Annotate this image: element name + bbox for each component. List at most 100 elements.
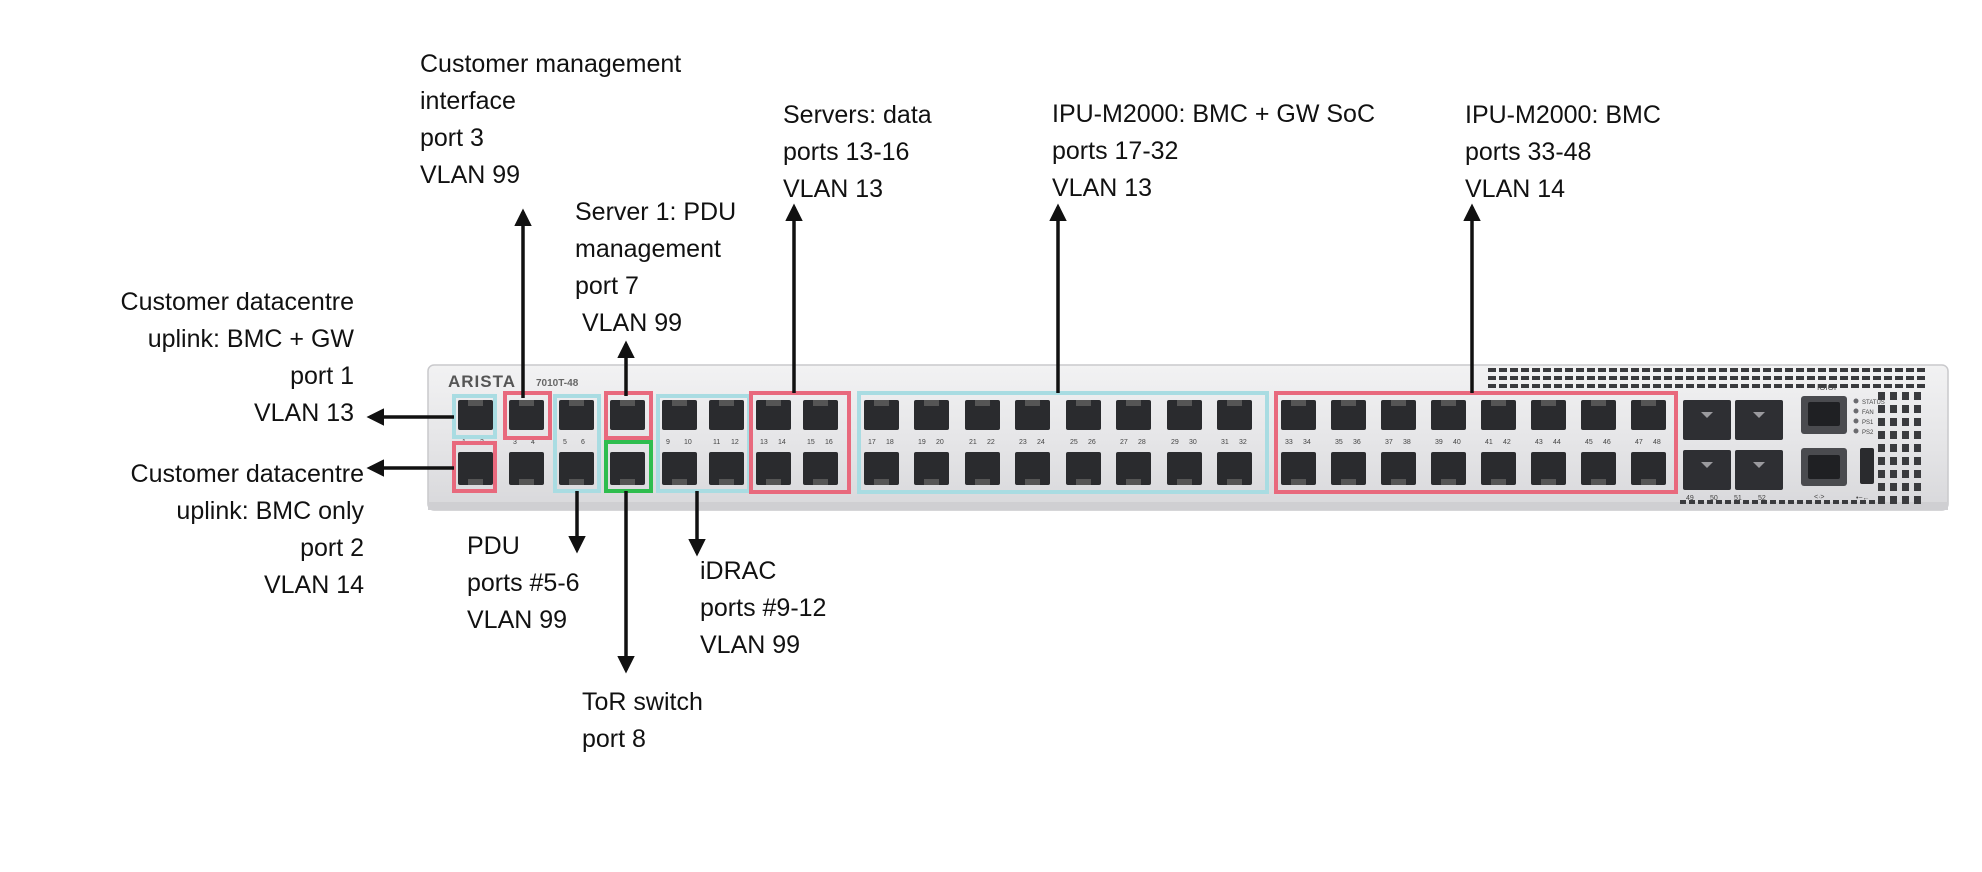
label-line: ToR switch bbox=[582, 688, 703, 716]
vent-slot bbox=[1510, 384, 1518, 388]
vent-slot bbox=[1510, 368, 1518, 372]
vent-slot bbox=[1653, 384, 1661, 388]
vent-slot bbox=[1631, 368, 1639, 372]
vent-slot bbox=[1631, 376, 1639, 380]
label-line: IPU-M2000: BMC bbox=[1465, 101, 1661, 129]
vent-slot bbox=[1890, 457, 1897, 465]
vent-slot bbox=[1878, 457, 1885, 465]
port-number-label: 32 bbox=[1239, 439, 1247, 446]
rj45-port bbox=[509, 400, 544, 430]
vent-slot bbox=[1598, 384, 1606, 388]
port-number-label: 36 bbox=[1353, 439, 1361, 446]
port-number-label: 13 bbox=[760, 439, 768, 446]
label-line: interface bbox=[420, 87, 516, 115]
vent-slot bbox=[1675, 376, 1683, 380]
vent-slot bbox=[1788, 500, 1794, 504]
rj45-port bbox=[559, 452, 594, 485]
vent-slot bbox=[1598, 376, 1606, 380]
label-line: port 2 bbox=[300, 534, 364, 562]
vent-slot bbox=[1708, 376, 1716, 380]
mgmt-label: <·> bbox=[1814, 494, 1825, 501]
vent-slot bbox=[1675, 384, 1683, 388]
port-number-label: 23 bbox=[1019, 439, 1027, 446]
usb-port bbox=[1860, 448, 1874, 484]
vent-slot bbox=[1890, 392, 1897, 400]
vent-slot bbox=[1785, 368, 1793, 372]
vent-slot bbox=[1707, 500, 1713, 504]
vent-slot bbox=[1884, 376, 1892, 380]
vent-slot bbox=[1521, 368, 1529, 372]
vent-slot bbox=[1873, 376, 1881, 380]
label-line: VLAN 14 bbox=[1465, 175, 1566, 203]
label-line: port 3 bbox=[420, 124, 484, 152]
vent-slot bbox=[1774, 384, 1782, 388]
label-line: VLAN 14 bbox=[263, 571, 364, 599]
rj45-port bbox=[1281, 400, 1316, 430]
vent-slot bbox=[1902, 405, 1909, 413]
vent-slot bbox=[1807, 376, 1815, 380]
vent-slot bbox=[1734, 500, 1740, 504]
vent-slot bbox=[1774, 368, 1782, 372]
port-number-label: 34 bbox=[1303, 439, 1311, 446]
vent-slot bbox=[1806, 500, 1812, 504]
rj45-port bbox=[1015, 452, 1050, 485]
vent-slot bbox=[1878, 470, 1885, 478]
vent-slot bbox=[1862, 384, 1870, 388]
label-customer-management: Customer management interface port 3 VLA… bbox=[420, 46, 681, 194]
rj45-port bbox=[1631, 452, 1666, 485]
rj45-port bbox=[610, 452, 645, 485]
rj45-port bbox=[1281, 452, 1316, 485]
vent-slot bbox=[1902, 496, 1909, 504]
port-number-label: 10 bbox=[684, 439, 692, 446]
vent-slot bbox=[1878, 496, 1885, 504]
vent-slot bbox=[1818, 368, 1826, 372]
label-line: Server 1: PDU bbox=[575, 198, 737, 226]
port-number-label: 18 bbox=[886, 439, 894, 446]
vent-slot bbox=[1840, 368, 1848, 372]
label-pdu: PDU ports #5-6 VLAN 99 bbox=[467, 528, 580, 639]
vent-slot bbox=[1554, 376, 1562, 380]
rj45-port bbox=[1116, 400, 1151, 430]
vent-slot bbox=[1719, 384, 1727, 388]
vent-slot bbox=[1873, 384, 1881, 388]
highlight-ports-13-16 bbox=[749, 391, 851, 494]
vent-slot bbox=[1543, 368, 1551, 372]
rj45-port bbox=[1431, 452, 1466, 485]
label-ipu-bmc-gw: IPU-M2000: BMC + GW SoC ports 17-32 VLAN… bbox=[1052, 96, 1375, 207]
rj45-port bbox=[1116, 452, 1151, 485]
vent-slot bbox=[1686, 384, 1694, 388]
vent-slot bbox=[1890, 444, 1897, 452]
vent-slot bbox=[1824, 500, 1830, 504]
port-number-label: 19 bbox=[918, 439, 926, 446]
port-number-label: 17 bbox=[868, 439, 876, 446]
rj45-port bbox=[1331, 452, 1366, 485]
vent-slot bbox=[1878, 483, 1885, 491]
port-number-label: 6 bbox=[581, 439, 585, 446]
port-number-label: 35 bbox=[1335, 439, 1343, 446]
vent-slot bbox=[1902, 444, 1909, 452]
label-line: ports 13-16 bbox=[783, 138, 910, 166]
vent-slot bbox=[1741, 384, 1749, 388]
port-number-label: 48 bbox=[1653, 439, 1661, 446]
usb-label: •~← bbox=[1856, 495, 1870, 502]
port-number-label: 5 bbox=[563, 439, 567, 446]
label-servers-data: Servers: data ports 13-16 VLAN 13 bbox=[783, 97, 932, 208]
vent-slot bbox=[1565, 376, 1573, 380]
vent-slot bbox=[1807, 384, 1815, 388]
port-number-label: 33 bbox=[1285, 439, 1293, 446]
port-number-label: 9 bbox=[666, 439, 670, 446]
rj45-port bbox=[662, 452, 697, 485]
sfp-port-label: 52 bbox=[1758, 495, 1766, 502]
vent-slot bbox=[1708, 368, 1716, 372]
mgmt-port-socket bbox=[1808, 455, 1840, 479]
vent-slot bbox=[1842, 500, 1848, 504]
vent-slot bbox=[1785, 376, 1793, 380]
vent-slot bbox=[1752, 376, 1760, 380]
port-number-label: 27 bbox=[1120, 439, 1128, 446]
vent-slot bbox=[1914, 405, 1921, 413]
sfp-port bbox=[1683, 400, 1731, 440]
port-number-label: 14 bbox=[778, 439, 786, 446]
vent-slot bbox=[1752, 500, 1758, 504]
